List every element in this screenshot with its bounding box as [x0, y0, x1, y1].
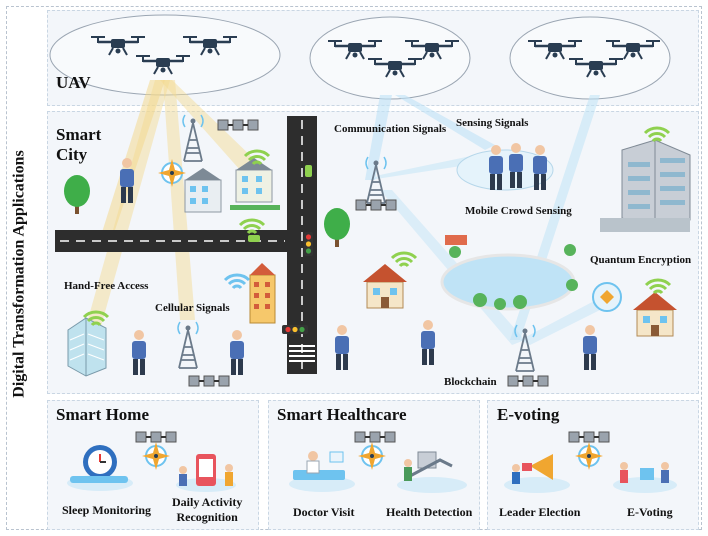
chain-icon [355, 199, 397, 211]
smart-city-title-line1: Smart [56, 125, 102, 144]
smart-healthcare-title: Smart Healthcare [277, 405, 407, 424]
person-icon [335, 325, 349, 370]
chain-icon [354, 431, 396, 443]
label-daily-activity: Daily Activity Recognition [172, 495, 242, 525]
smart-city-title: Smart City [56, 125, 101, 165]
label-daily-activity-line1: Daily Activity [172, 495, 243, 509]
label-blockchain: Blockchain [444, 376, 497, 388]
encryption-icon [592, 282, 622, 312]
tree-icon [324, 208, 350, 247]
person-icon [583, 325, 597, 370]
doctor-visit-illustration [289, 451, 355, 492]
house-icon [632, 291, 678, 337]
person-icon [132, 330, 146, 375]
compass-icon [141, 441, 171, 471]
chain-icon [135, 431, 177, 443]
sleep-monitoring-illustration [67, 445, 133, 491]
wifi-icon [390, 251, 418, 268]
wifi-icon [644, 278, 672, 295]
building-icon [184, 168, 222, 213]
label-daily-activity-line2: Recognition [176, 510, 238, 524]
tree-icon [64, 175, 90, 214]
chain-icon [217, 119, 259, 131]
label-cellular-signals: Cellular Signals [155, 302, 230, 314]
building-icon [67, 317, 107, 377]
building-icon [600, 139, 691, 232]
label-sleep-monitoring: Sleep Monitoring [62, 503, 151, 517]
tower-icon [177, 321, 199, 369]
label-communication-signals: Communication Signals [334, 123, 447, 135]
smart-city-title-line2: City [56, 145, 88, 164]
activity-recognition-illustration [176, 454, 236, 492]
smart-home-title: Smart Home [56, 405, 150, 424]
chain-icon [188, 375, 230, 387]
label-quantum-encryption: Quantum Encryption [590, 254, 692, 266]
compass-icon [357, 441, 387, 471]
compass-icon [574, 441, 604, 471]
health-detection-illustration [397, 451, 467, 493]
person-icon [421, 320, 435, 365]
label-health-detection: Health Detection [386, 505, 473, 519]
traffic-light-icon [304, 232, 313, 256]
wifi-icon [643, 126, 671, 143]
leader-election-illustration [504, 454, 570, 493]
label-hand-free-access: Hand-Free Access [64, 280, 149, 292]
label-mobile-crowd-sensing: Mobile Crowd Sensing [465, 205, 572, 217]
uav-title: UAV [56, 73, 91, 92]
label-sensing-signals: Sensing Signals [456, 117, 529, 129]
person-icon [230, 330, 244, 375]
traffic-light-icon [282, 325, 308, 334]
e-voting-illustration [613, 462, 677, 493]
wifi-icon [223, 273, 251, 290]
label-leader-election: Leader Election [499, 505, 581, 519]
chain-icon [507, 375, 549, 387]
label-doctor-visit: Doctor Visit [293, 505, 355, 519]
house-icon [362, 263, 408, 309]
building-icon [249, 263, 276, 324]
chain-icon [568, 431, 610, 443]
label-e-voting: E-Voting [627, 505, 673, 519]
e-voting-title: E-voting [497, 405, 560, 424]
